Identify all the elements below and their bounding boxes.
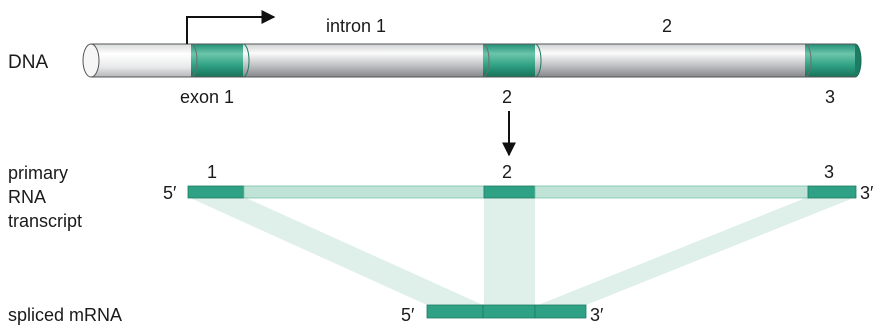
rna-3prime-label: 3′ [860,183,874,203]
exon-3-label: 3 [825,87,835,107]
rna-intron-1 [243,185,485,199]
exon-1-label: exon 1 [180,87,234,107]
splice-shading [188,197,856,305]
dna-exon-2 [483,44,535,77]
dna-left-end [82,43,100,78]
dna-intron-1 [243,44,483,77]
dna-cylinder [82,43,862,78]
mrna-exon-1 [426,304,484,319]
rna-exon-3 [807,185,857,199]
dna-label: DNA [8,52,48,73]
boundary-edge [804,43,812,78]
primary-label-line3: transcript [8,211,82,231]
dna-exon-1 [191,44,243,77]
transcription-start-arrow [186,10,276,44]
intron-2-label: 2 [662,16,672,36]
spliced-mrna [426,304,587,319]
dna-intron-2 [535,44,805,77]
boundary-edge [242,43,250,78]
rna-exon-3-label: 3 [824,162,834,182]
mrna-exon-2 [482,304,536,319]
boundary-edge [534,43,542,78]
rna-exon-2 [483,185,536,199]
spliced-mrna-label: spliced mRNA [8,305,122,325]
rna-intron-2 [534,185,809,199]
primary-label-line2: RNA [8,187,46,207]
primary-rna-transcript [187,185,857,199]
splice-shade-exon-2 [484,197,535,305]
rna-exon-1 [187,185,245,199]
splice-shade-exon-3 [538,197,856,305]
primary-label-line1: primary [8,163,68,183]
mrna-3prime-label: 3′ [590,305,604,325]
dna-upstream-segment [91,44,191,77]
intron-1-label: intron 1 [326,16,386,36]
mrna-5prime-label: 5′ [401,305,415,325]
boundary-edge [190,43,198,78]
mrna-exon-3 [534,304,587,319]
rna-5prime-label: 5′ [163,183,177,203]
boundary-edge [482,43,490,78]
dna-right-end [854,43,862,78]
exon-2-label: 2 [502,87,512,107]
rna-exon-2-label: 2 [502,162,512,182]
splice-shade-exon-1 [188,197,483,305]
rna-exon-1-label: 1 [207,162,217,182]
dna-exon-3 [805,44,855,77]
